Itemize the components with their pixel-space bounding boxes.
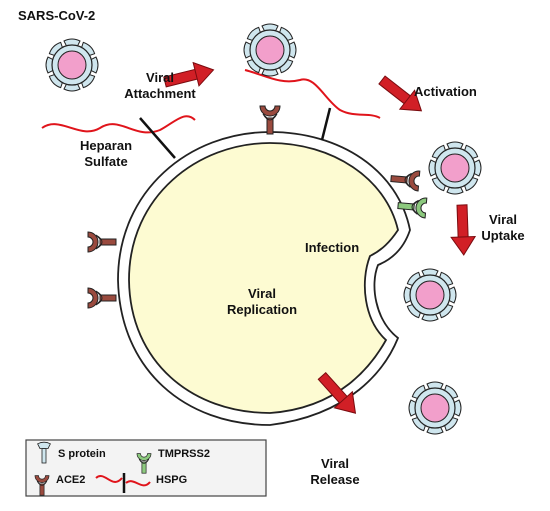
viral-attachment-label-line2: Attachment — [124, 86, 196, 101]
legend-hspg-label: HSPG — [156, 474, 188, 486]
legend-s-protein-label: S protein — [58, 448, 106, 460]
infection-label: Infection — [305, 240, 360, 255]
viral-uptake-label-line1: Viral — [489, 212, 517, 227]
virus-icon-released — [409, 382, 461, 434]
viral-replication-label: Viral Replication — [212, 286, 312, 318]
activation-label: Activation — [414, 84, 477, 99]
virus-icon-attached — [244, 24, 296, 76]
ace2-receptor-icon — [259, 105, 281, 135]
ace2-receptor-icon-4 — [389, 168, 421, 192]
virus-icon — [46, 39, 98, 91]
viral-attachment-label: Viral Attachment — [112, 70, 208, 102]
viral-attachment-label-line1: Viral — [146, 70, 174, 85]
diagram-title: SARS-CoV-2 — [18, 8, 96, 23]
ace2-receptor-icon-3 — [87, 287, 117, 309]
hspg-legend-icon — [95, 473, 151, 493]
heparan-sulfate-label: Heparan Sulfate — [66, 138, 146, 170]
hspg-icon-2 — [320, 107, 332, 141]
viral-uptake-label: Viral Uptake — [478, 212, 528, 244]
viral-release-label-line2: Release — [310, 472, 360, 487]
legend-tmprss2-label: TMPRSS2 — [158, 448, 210, 460]
host-cell — [117, 131, 411, 426]
heparan-sulfate-label-line1: Heparan — [79, 138, 133, 153]
virus-icon-uptake — [404, 269, 456, 321]
heparan-sulfate-strand — [41, 115, 196, 134]
heparan-sulfate-strand-2 — [244, 69, 381, 119]
heparan-sulfate-label-line2: Sulfate — [84, 154, 128, 169]
viral-release-label-line1: Viral — [321, 456, 349, 471]
ace2-receptor-icon-2 — [87, 231, 117, 253]
process-arrow-icon-uptake — [449, 204, 477, 256]
legend-ace2-label: ACE2 — [56, 474, 86, 486]
hspg-icon — [139, 117, 176, 159]
viral-replication-label-line2: Replication — [226, 302, 298, 317]
virus-icon-activated — [429, 142, 481, 194]
viral-replication-label-line1: Viral — [248, 286, 276, 301]
viral-uptake-label-line2: Uptake — [481, 228, 525, 243]
viral-release-label: Viral Release — [300, 456, 370, 488]
legend — [25, 439, 267, 497]
